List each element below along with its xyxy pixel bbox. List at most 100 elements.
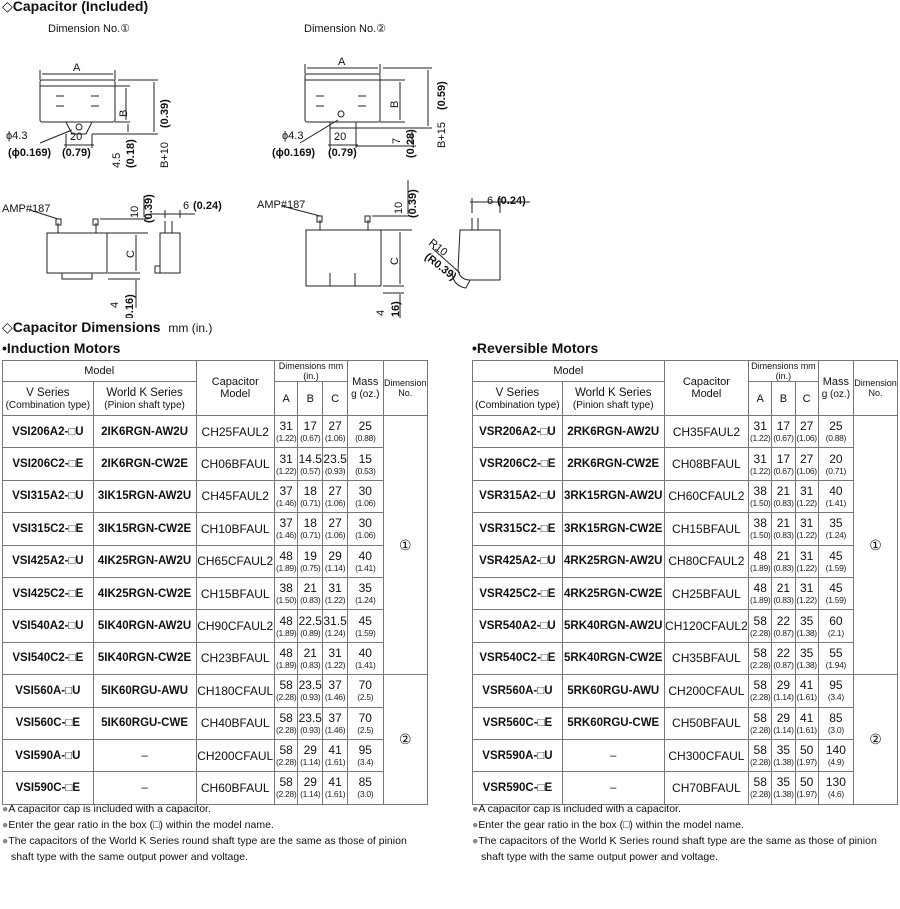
dim-b-in: (0.67) xyxy=(773,433,794,444)
dim-b-in: (0.71) xyxy=(300,530,321,541)
dim-b: 17(0.67) xyxy=(771,414,796,449)
mass-g: 70 xyxy=(358,678,372,693)
dim-b-in: (0.93) xyxy=(300,724,321,735)
dim-b-in: (0.87) xyxy=(773,659,794,670)
dim-a-in: (1.89) xyxy=(275,562,297,573)
dim-c: 35(1.38) xyxy=(794,609,819,643)
dim-a-in: (1.89) xyxy=(275,627,297,638)
mass-g: 45 xyxy=(829,548,843,563)
dim-b: 21(0.83) xyxy=(771,512,796,546)
mass: 35(1.24) xyxy=(817,512,855,546)
mass: 85(3.0) xyxy=(346,771,384,805)
capacitor-model: CH10BFAUL xyxy=(195,512,275,546)
dim-a: 58(2.28) xyxy=(273,771,299,805)
mass-oz: (0.88) xyxy=(825,433,847,444)
header-c: C xyxy=(794,381,819,416)
v-series-model: VSR315C2-□E xyxy=(472,512,563,546)
mass-g: 35 xyxy=(358,581,372,596)
dim-c-in: (1.22) xyxy=(324,595,346,606)
mass-oz: (1.06) xyxy=(355,530,376,541)
dim-c: 31(1.22) xyxy=(794,576,819,611)
dim-c-mm: 31 xyxy=(799,516,814,531)
world-k-model: 2IK6RGN-CW2E xyxy=(92,447,197,481)
header-b: B xyxy=(771,381,796,416)
svg-text:(0.39): (0.39) xyxy=(159,99,171,128)
dim-a-mm: 37 xyxy=(279,516,293,531)
world-k-model: 5IK60RGU-CWE xyxy=(92,706,197,740)
dim-b-mm: 21 xyxy=(776,548,791,563)
dim-a-in: (2.28) xyxy=(275,692,297,703)
v-series-model: VSR560C-□E xyxy=(472,706,563,740)
header-dimensions: Dimensions mm (in.) xyxy=(273,360,348,382)
header-c: C xyxy=(322,381,348,416)
v-series-model: VSI590A-□U xyxy=(2,738,94,773)
dim-b: 18(0.71) xyxy=(297,479,324,514)
capacitor-model: CH300CFAUL xyxy=(663,738,750,773)
dim-a-mm: 58 xyxy=(753,743,767,758)
dim-b-mm: 35 xyxy=(776,743,791,758)
dim-b-in: (1.38) xyxy=(773,757,794,768)
dim-a: 58(2.28) xyxy=(273,706,299,740)
dim-a-in: (1.22) xyxy=(275,465,297,476)
dim-c: 50(1.97) xyxy=(794,771,819,805)
dim-b-in: (1.14) xyxy=(300,789,321,800)
dim-a-mm: 38 xyxy=(753,516,767,531)
dim-c: 27(1.06) xyxy=(794,414,819,449)
capacitor-included-title: ◇Capacitor (Included) xyxy=(2,0,149,14)
capacitor-model: CH35BFAUL xyxy=(663,641,750,676)
header-v-series: V Series(Combination type) xyxy=(472,381,563,416)
dim-a-mm: 58 xyxy=(753,645,767,660)
note-item: shaft type with the same output power an… xyxy=(481,851,718,863)
mass-oz: (3.0) xyxy=(827,724,844,735)
dim-a: 58(2.28) xyxy=(273,738,299,773)
dim-b: 19(0.75) xyxy=(297,544,324,578)
mass-g: 55 xyxy=(829,645,843,660)
dim-b-mm: 17 xyxy=(776,419,791,434)
cap1-top-body xyxy=(39,79,116,123)
svg-text:AMP#187: AMP#187 xyxy=(2,203,50,215)
svg-text:B: B xyxy=(118,110,130,117)
header-a: A xyxy=(748,381,773,416)
dim-c-in: (1.06) xyxy=(324,497,346,508)
v-series-model: VSR590C-□E xyxy=(472,771,563,805)
v-series-model: VSR425A2-□U xyxy=(472,544,563,578)
v-series-model: VSR540A2-□U xyxy=(472,609,563,643)
svg-text:(0.16): (0.16) xyxy=(124,294,136,318)
dim-b-in: (0.83) xyxy=(773,530,794,541)
svg-text:A: A xyxy=(338,56,346,68)
mass-g: 140 xyxy=(825,743,846,758)
mass-oz: (1.24) xyxy=(825,530,847,541)
dim-c: 50(1.97) xyxy=(794,738,819,773)
svg-text:20: 20 xyxy=(70,131,82,143)
svg-text:10: 10 xyxy=(393,202,405,214)
world-k-model: – xyxy=(561,738,665,773)
dim-b-in: (0.83) xyxy=(300,595,321,606)
mass-oz: (1.59) xyxy=(825,595,847,606)
svg-text:(0.39): (0.39) xyxy=(143,194,155,223)
mass: 40(1.41) xyxy=(817,479,855,514)
dim-b: 21(0.83) xyxy=(771,479,796,514)
dim-b-mm: 21 xyxy=(776,483,791,498)
mass-g: 25 xyxy=(358,419,372,434)
svg-text:4: 4 xyxy=(375,310,387,316)
dim-a-mm: 48 xyxy=(279,645,293,660)
world-k-model: 5IK40RGN-AW2U xyxy=(92,609,197,643)
capacitor-model: CH50BFAUL xyxy=(663,706,750,740)
note-item: ●A capacitor cap is included with a capa… xyxy=(472,803,681,815)
dim-b-mm: 14.5 xyxy=(298,451,322,466)
dim-a-in: (1.50) xyxy=(750,497,771,508)
capacitor-model: CH06BFAUL xyxy=(195,447,275,481)
dim-a: 58(2.28) xyxy=(748,674,773,708)
dim-c-mm: 37 xyxy=(328,678,342,693)
mass: 60(2.1) xyxy=(817,609,855,643)
dim-c-mm: 35 xyxy=(799,613,814,628)
svg-text:6: 6 xyxy=(183,200,189,212)
